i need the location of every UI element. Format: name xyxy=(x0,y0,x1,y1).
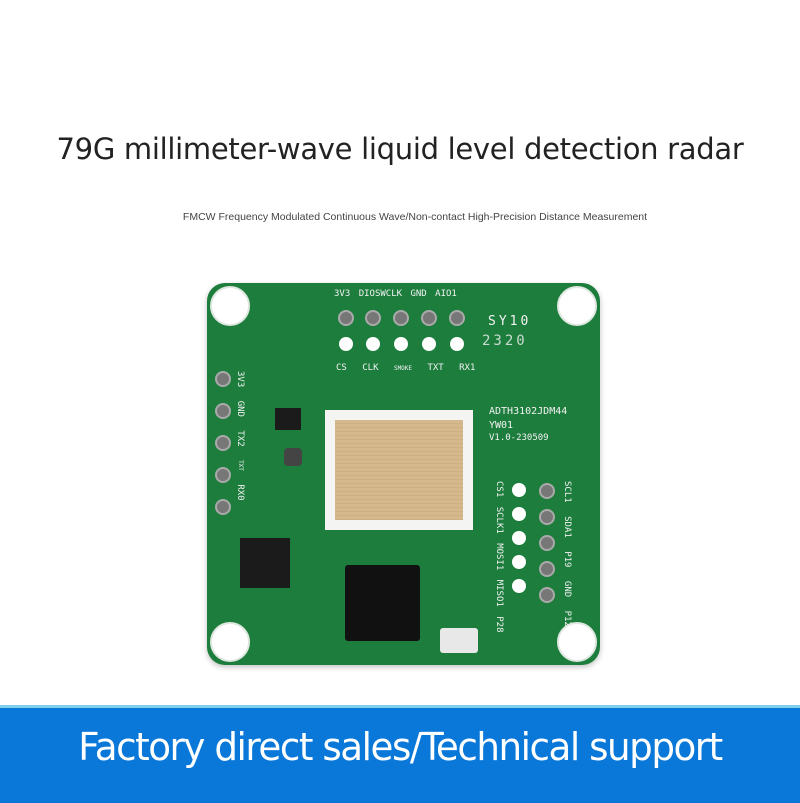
right-pins xyxy=(539,483,555,603)
promo-banner-text: Factory direct sales/Technical support xyxy=(78,725,723,769)
left-pin-labels: 3V3 GND TX2 TXT RX0 xyxy=(235,371,245,501)
pin-label: DIO xyxy=(358,289,375,299)
pad-label: CS xyxy=(336,363,347,373)
code-label: YW01 xyxy=(489,420,514,431)
header-pin xyxy=(449,310,465,326)
header-pin xyxy=(215,467,231,483)
promo-banner xyxy=(0,705,800,803)
ic-chip xyxy=(240,538,290,588)
header-pin xyxy=(393,310,409,326)
pad-label: MISO1 xyxy=(494,579,504,607)
header-pin xyxy=(539,535,555,551)
header-pin xyxy=(215,435,231,451)
left-pins xyxy=(215,371,231,515)
test-pad xyxy=(339,337,353,351)
test-pad xyxy=(512,507,526,521)
mount-hole xyxy=(557,286,597,326)
pin-label: GND xyxy=(235,400,245,417)
pin-label: SCL1 xyxy=(562,481,572,503)
test-pad xyxy=(512,531,526,545)
pin-label: 3V3 xyxy=(334,289,351,299)
pad-label: SMOKE xyxy=(393,365,413,372)
test-pad xyxy=(512,555,526,569)
top-pad-labels: CS CLK SMOKE TXT RX1 xyxy=(336,363,475,373)
top-pin-labels: 3V3 DIOSWCLK GND AIO1 xyxy=(334,289,457,299)
pin-label: TX2 xyxy=(235,430,245,447)
version-label: V1.0-230509 xyxy=(489,433,549,443)
inductor xyxy=(284,448,302,466)
header-pin xyxy=(539,561,555,577)
pad-label: RX1 xyxy=(459,363,476,373)
pin-label: RX0 xyxy=(235,484,245,501)
pin-label: GND xyxy=(562,580,572,598)
pad-label: TXT xyxy=(427,363,444,373)
test-pad xyxy=(366,337,380,351)
test-pad xyxy=(422,337,436,351)
header-pin xyxy=(215,371,231,387)
pin-label: SDA1 xyxy=(562,516,572,538)
regulator-chip xyxy=(275,408,301,430)
header-pin xyxy=(365,310,381,326)
radar-pcb-image: 3V3 DIOSWCLK GND AIO1 CS CLK SMOKE TXT R… xyxy=(207,283,600,665)
pin-label: TXT xyxy=(237,460,244,471)
header-pin xyxy=(215,499,231,515)
sensor-component xyxy=(440,628,478,653)
page-title: 79G millimeter-wave liquid level detecti… xyxy=(56,132,744,166)
header-pin xyxy=(215,403,231,419)
pin-label: 3V3 xyxy=(235,371,245,388)
mount-hole xyxy=(210,622,250,662)
model-label: ADTH3102JDM44 xyxy=(489,406,568,417)
header-pin xyxy=(539,483,555,499)
header-pin xyxy=(539,587,555,603)
pad-label: SCLK1 xyxy=(494,506,504,534)
pin-label: AIO1 xyxy=(435,289,457,299)
pin-label: GND xyxy=(410,289,427,299)
pad-label: P28 xyxy=(494,616,504,633)
test-pad xyxy=(394,337,408,351)
pad-label: CLK xyxy=(362,363,379,373)
header-pin xyxy=(539,509,555,525)
right-pin-labels: SCL1 SDA1 P19 GND P12 xyxy=(562,481,572,627)
header-pin xyxy=(338,310,354,326)
header-pin xyxy=(421,310,437,326)
pin-label: P12 xyxy=(562,610,572,627)
page-subtitle: FMCW Frequency Modulated Continuous Wave… xyxy=(182,211,648,223)
right-pad-labels: CS1 SCLK1 MOSI1 MISO1 P28 xyxy=(494,481,504,633)
radar-chip xyxy=(345,565,420,641)
right-pads xyxy=(512,483,526,593)
pin-label: SWCLK xyxy=(374,289,403,299)
antenna-array xyxy=(325,410,473,530)
mount-hole xyxy=(210,286,250,326)
pad-label: MOSI1 xyxy=(494,543,504,571)
test-pad xyxy=(450,337,464,351)
mount-hole xyxy=(557,622,597,662)
test-pad xyxy=(512,483,526,497)
marking: 2320 xyxy=(482,333,528,349)
pin-label: P19 xyxy=(562,551,572,568)
test-pad xyxy=(512,579,526,593)
pad-label: CS1 xyxy=(494,481,504,498)
marking: SY10 xyxy=(488,314,532,329)
